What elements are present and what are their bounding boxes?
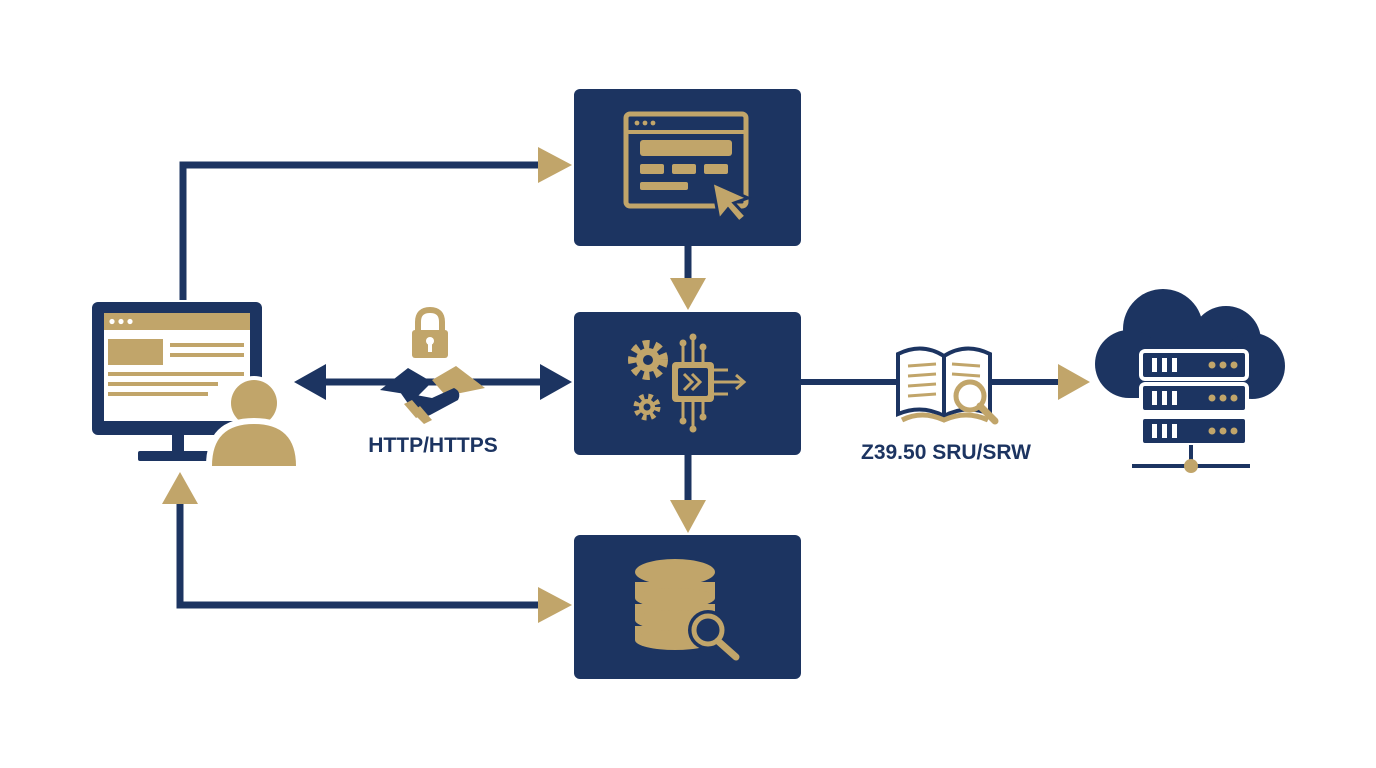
arrowhead-to-remote: [1058, 364, 1090, 400]
connector-database-to-client: [176, 500, 545, 609]
arrowhead-to-web: [538, 147, 572, 183]
web-interface-box: [574, 89, 801, 246]
lock-handshake-icon: [380, 306, 485, 424]
connectors: [162, 147, 1090, 623]
protocol-label-http: HTTP/HTTPS: [368, 434, 498, 457]
arrowhead-to-client-bottom: [162, 472, 198, 504]
arrowhead-to-middleware: [670, 278, 706, 310]
arrowhead-right-middleware: [540, 364, 572, 400]
gears-chip-icon: [628, 333, 747, 433]
browser-cursor-icon: [623, 111, 753, 225]
arrowhead-to-database: [670, 500, 706, 533]
database-search-icon: [635, 559, 740, 661]
arrowhead-left-client: [294, 364, 326, 400]
client-monitor-user-icon: [92, 302, 302, 466]
book-search-icon: [896, 346, 999, 425]
middleware-box: [574, 312, 801, 455]
server-rack: [1139, 349, 1249, 447]
cloud-server-icon: [1095, 289, 1285, 473]
local-database-box: [574, 535, 801, 679]
protocol-label-z3950: Z39.50 SRU/SRW: [861, 441, 1031, 464]
arrowhead-to-database-bottom: [538, 587, 572, 623]
connector-client-to-web: [179, 161, 545, 300]
